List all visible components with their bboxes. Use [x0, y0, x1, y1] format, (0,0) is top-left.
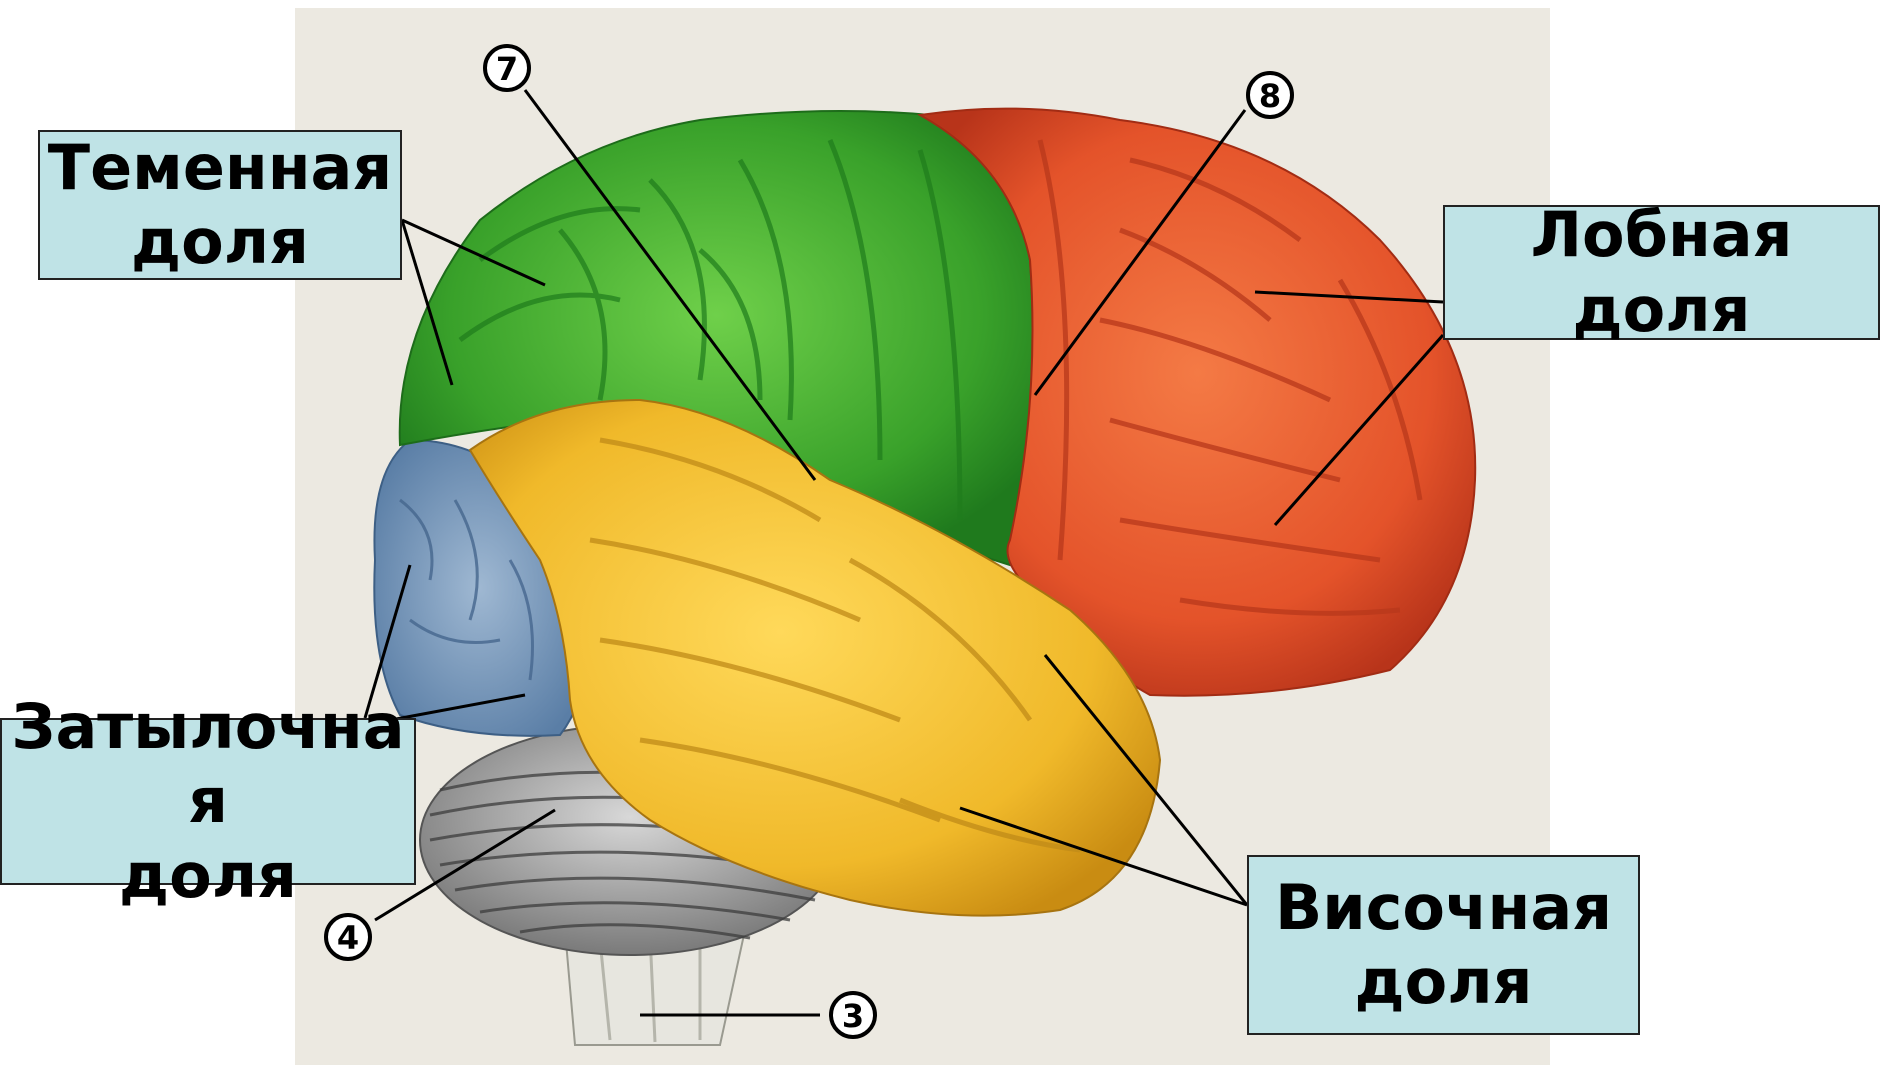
label-occipital-lobe: Затылочна я доля — [0, 718, 416, 885]
label-occipital-line1: Затылочна — [11, 690, 404, 764]
label-occipital-line3: доля — [119, 839, 297, 913]
label-frontal-lobe: Лобная доля — [1443, 205, 1880, 340]
label-temporal-line2: доля — [1355, 945, 1533, 1019]
svg-text:4: 4 — [337, 919, 359, 957]
label-frontal-line2: доля — [1573, 273, 1751, 347]
label-occipital-line2: я — [188, 764, 228, 838]
svg-text:3: 3 — [842, 997, 864, 1035]
marker-4: 4 — [326, 915, 370, 959]
marker-8: 8 — [1248, 73, 1292, 117]
label-frontal-line1: Лобная — [1531, 198, 1793, 272]
label-parietal-line1: Теменная — [48, 131, 392, 205]
marker-7: 7 — [485, 46, 529, 90]
label-temporal-lobe: Височная доля — [1247, 855, 1640, 1035]
label-parietal-line2: доля — [131, 205, 309, 279]
marker-3: 3 — [831, 993, 875, 1037]
label-temporal-line1: Височная — [1275, 871, 1612, 945]
svg-text:7: 7 — [496, 50, 518, 88]
svg-text:8: 8 — [1259, 77, 1281, 115]
label-parietal-lobe: Теменная доля — [38, 130, 402, 280]
